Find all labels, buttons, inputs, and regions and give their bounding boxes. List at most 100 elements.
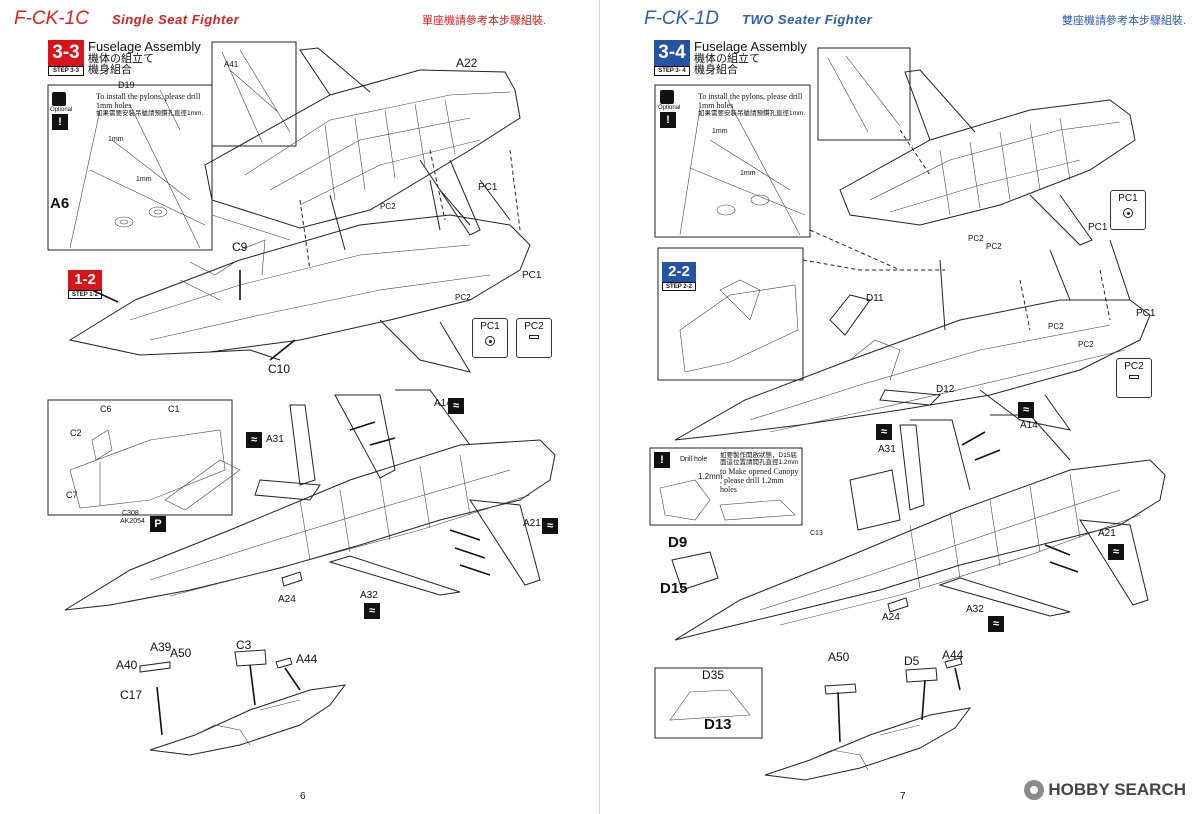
step-header: 3-3 STEP 3-3 Fuselage Assembly 機体の組立て 機身…: [48, 40, 201, 77]
part-label: A32: [966, 604, 984, 615]
pc1-legend-box: PC1: [472, 318, 508, 358]
model-subtitle: Single Seat Fighter: [112, 12, 240, 27]
part-label: D5: [904, 654, 920, 668]
decal-icon: ≈: [448, 398, 464, 414]
part-label: C3: [236, 638, 252, 652]
pc2-legend-box: PC2: [516, 318, 552, 358]
part-label: A31: [878, 444, 896, 455]
decal-icon: ≈: [876, 424, 892, 440]
part-label: A24: [882, 612, 900, 623]
part-label: C308: [122, 510, 139, 517]
part-label: PC1: [478, 182, 498, 193]
step-title-zh: 機身組合: [88, 64, 132, 77]
step-header: 3-4 STEP 3- 4 Fuselage Assembly 機体の組立て 機…: [654, 40, 807, 77]
step-number: 3-4: [654, 40, 690, 66]
reference-step-label: STEP 2-2: [662, 282, 696, 291]
decal-icon: ≈: [246, 432, 262, 448]
part-label: A40: [116, 658, 138, 672]
hobby-search-logo-icon: [1024, 780, 1045, 800]
drill-size-label: 1mm: [712, 128, 728, 135]
step-title-ja: 機体の組立て: [88, 52, 154, 65]
optional-label: Optional: [658, 105, 681, 111]
reference-step: 2-2 STEP 2-2: [662, 262, 696, 291]
part-label: A31: [266, 434, 284, 445]
step-number: 3-3: [48, 40, 84, 66]
part-label: C17: [120, 688, 143, 702]
part-label: A44: [296, 652, 318, 666]
model-name: F-CK-1D: [644, 8, 719, 29]
drill-size-label: 1mm: [136, 176, 152, 183]
part-label: A24: [278, 594, 296, 605]
model-subtitle: TWO Seater Fighter: [742, 12, 873, 27]
part-label: PC1: [1088, 222, 1108, 233]
part-label: PC2: [1048, 322, 1064, 331]
optional-icon: [660, 90, 674, 104]
drill-size-label: 1mm: [108, 136, 124, 143]
part-label: A21: [1098, 528, 1116, 539]
part-label: D35: [702, 668, 725, 682]
part-label: PC2: [455, 293, 471, 302]
page-number: 7: [900, 791, 906, 802]
part-label: C2: [70, 428, 82, 438]
step-title-zh: 機身組合: [694, 64, 738, 77]
model-name: F-CK-1C: [14, 8, 89, 29]
reference-step: 1-2 STEP 1-2: [68, 270, 102, 299]
part-label: D13: [704, 716, 732, 733]
assembly-diagram-left: [47, 41, 556, 756]
warning-icon: !: [660, 112, 676, 128]
watermark: HOBBY SEARCH: [1024, 780, 1186, 800]
warning-icon: !: [52, 114, 68, 130]
decal-icon: ≈: [542, 518, 558, 534]
part-label: A21: [523, 518, 541, 529]
part-label: A41: [224, 60, 239, 69]
decal-icon: ≈: [988, 616, 1004, 632]
assembly-diagram-right: [649, 47, 1166, 781]
part-label: A50: [170, 646, 192, 660]
part-label: C6: [100, 404, 112, 414]
drill-size-label: 1.2mm: [698, 472, 723, 481]
drill-size-label: 1mm: [740, 170, 756, 177]
part-label: C10: [268, 362, 291, 376]
step-label: STEP 3-3: [48, 66, 84, 76]
reference-step-label: STEP 1-2: [68, 290, 102, 299]
decal-icon: ≈: [364, 603, 380, 619]
part-label: D12: [936, 384, 955, 395]
part-label: A14: [1020, 420, 1038, 431]
optional-label: Optional: [50, 107, 73, 113]
warning-icon: !: [654, 452, 670, 468]
drill-hole-title: Drill hole: [680, 456, 708, 463]
part-label: A39: [150, 640, 172, 654]
part-label: A50: [828, 650, 850, 664]
pylon-drill-note: To install the pylons, please drill 1mm …: [698, 92, 806, 118]
part-label: PC1: [1136, 308, 1156, 319]
part-label: PC2: [968, 234, 984, 243]
part-label: C13: [810, 530, 823, 537]
step-title-en: Fuselage Assembly: [88, 39, 201, 54]
instruction-page-left: F-CK-1C Single Seat Fighter 單座機請參考本步驟組裝.…: [14, 0, 600, 814]
part-label: A22: [456, 56, 478, 70]
header-note: 雙座機請參考本步驟組裝.: [1062, 15, 1187, 27]
instruction-page-right: F-CK-1D TWO Seater Fighter 雙座機請參考本步驟組裝. …: [600, 0, 1200, 814]
part-label: D9: [668, 534, 688, 551]
part-label: A6: [50, 195, 70, 212]
part-label: PC2: [986, 242, 1002, 251]
reference-step-number: 1-2: [68, 270, 102, 290]
part-label: A44: [942, 648, 964, 662]
part-label: A14: [434, 398, 452, 409]
canopy-drill-note: 如要製作開啟狀態，D15底面這位置請開孔直徑1.2mm to Make open…: [720, 452, 799, 495]
step-label: STEP 3- 4: [654, 66, 690, 76]
part-label: A32: [360, 590, 378, 601]
step-title-ja: 機体の組立て: [694, 52, 760, 65]
part-label: PC2: [1078, 340, 1094, 349]
reference-step-number: 2-2: [662, 262, 696, 282]
part-label: C1: [168, 404, 180, 414]
pc2-legend-box: PC2: [1116, 358, 1152, 398]
optional-icon: [52, 92, 66, 106]
watermark-text: HOBBY SEARCH: [1048, 780, 1186, 799]
step-title-en: Fuselage Assembly: [694, 39, 807, 54]
header-note: 單座機請參考本步驟組裝.: [422, 15, 547, 27]
page-number: 6: [300, 791, 306, 802]
part-label: PC1: [522, 270, 542, 281]
part-label: C9: [232, 240, 248, 254]
paint-icon: P: [150, 516, 166, 532]
